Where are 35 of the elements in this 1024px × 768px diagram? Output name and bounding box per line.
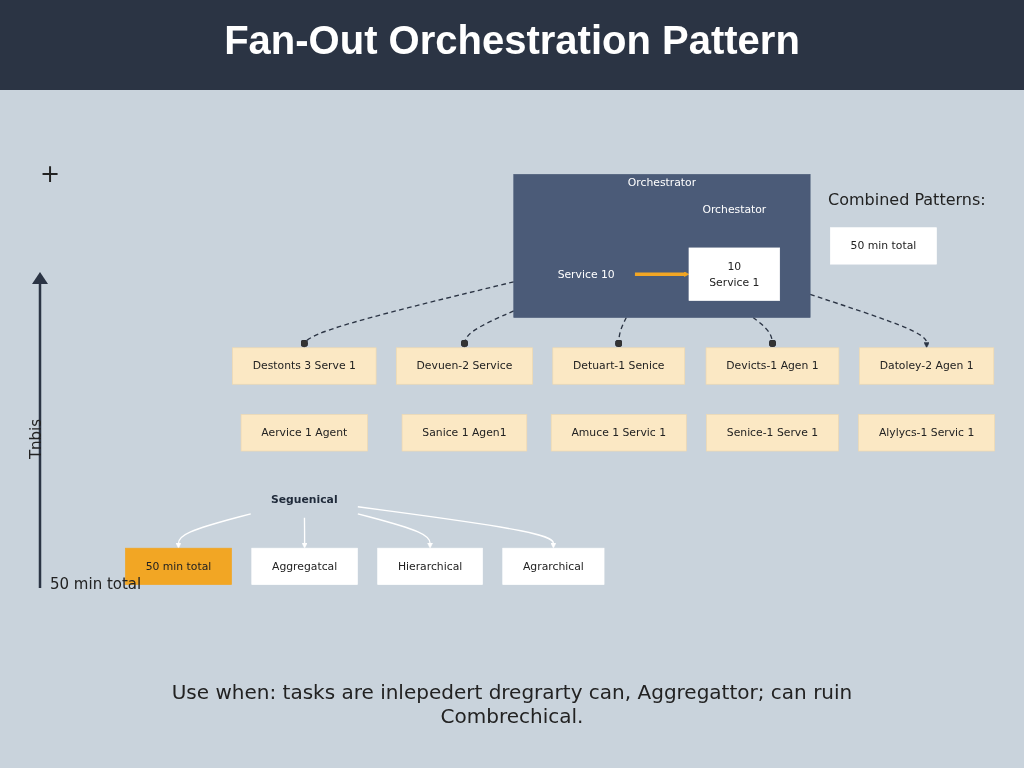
arrow bbox=[357, 506, 557, 549]
node-box bbox=[552, 347, 686, 386]
node-text: Orchestator bbox=[702, 203, 767, 217]
node-box bbox=[240, 414, 368, 452]
node-box bbox=[688, 248, 780, 302]
arrow bbox=[357, 513, 434, 549]
arrow bbox=[809, 294, 930, 349]
node-box bbox=[401, 414, 528, 452]
caption: Use when: tasks are inlepedert dregrarty can, Aggregattor; can ruin Combrechical. bbox=[170, 680, 854, 728]
axis-label: Tnbis bbox=[27, 418, 46, 460]
connector bbox=[752, 317, 777, 349]
arrow bbox=[301, 517, 308, 549]
plus-sign: + bbox=[40, 160, 61, 188]
node-box bbox=[858, 414, 995, 452]
node-box bbox=[859, 347, 995, 386]
node-box bbox=[396, 347, 533, 386]
node-box bbox=[232, 347, 377, 386]
node-box bbox=[830, 227, 937, 265]
axis-label: 50 min total bbox=[50, 575, 142, 593]
node-box bbox=[706, 414, 839, 452]
node-box bbox=[502, 548, 605, 586]
node-text: Seguenical bbox=[270, 493, 338, 507]
connector bbox=[300, 281, 515, 349]
node-box bbox=[377, 548, 483, 586]
arrow bbox=[175, 513, 252, 549]
cluster bbox=[513, 174, 811, 319]
node-box bbox=[550, 414, 687, 452]
node-box bbox=[251, 548, 358, 586]
node-text: Service 10 bbox=[557, 267, 615, 281]
connector bbox=[460, 310, 515, 349]
pattern-label: Combined Patterns: bbox=[828, 190, 986, 209]
title: Fan-Out Orchestration Pattern bbox=[223, 18, 801, 63]
arrow bbox=[634, 271, 690, 278]
node-box bbox=[705, 347, 840, 386]
connector bbox=[614, 317, 627, 349]
